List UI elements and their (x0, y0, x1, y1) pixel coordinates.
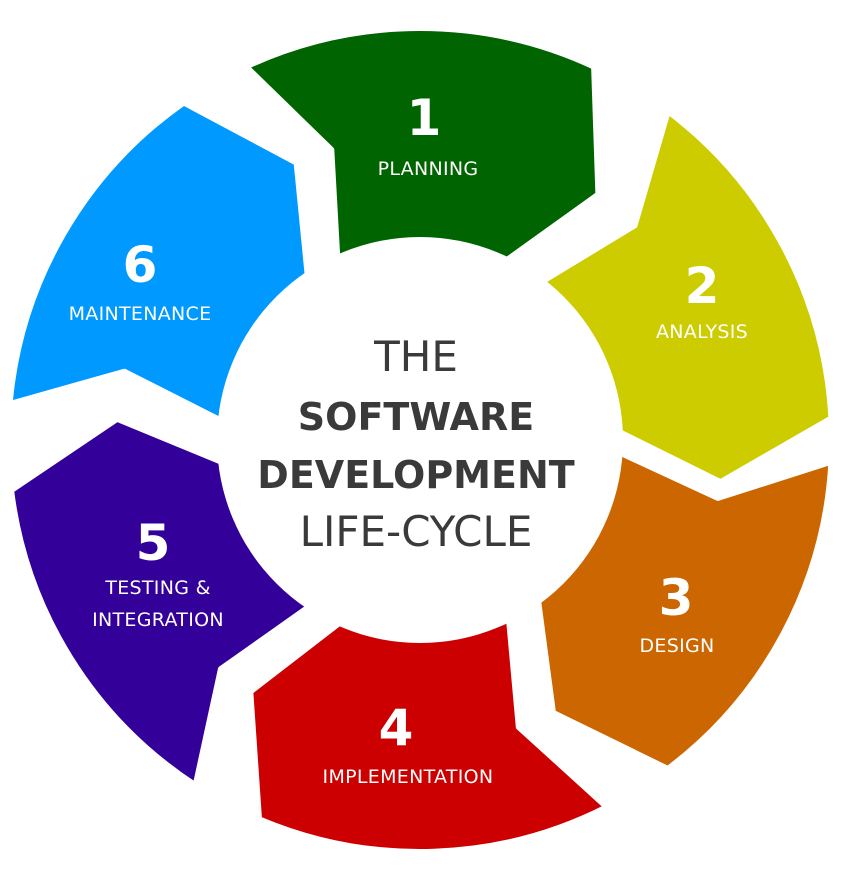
segment-6-number: 6 (123, 236, 158, 294)
segment-2-number: 2 (685, 257, 720, 315)
center-title-line-4: LIFE-CYCLE (300, 507, 533, 556)
segment-3-label: DESIGN (639, 635, 714, 657)
center-title-line-1: THE (373, 332, 458, 381)
segment-4-number: 4 (379, 699, 414, 757)
segment-6-label: MAINTENANCE (69, 303, 212, 325)
segment-4-label: IMPLEMENTATION (323, 766, 494, 788)
segment-5-label-line-2: INTEGRATION (92, 609, 224, 631)
segment-5-label-line-1: TESTING & (104, 577, 210, 599)
segment-5-number: 5 (136, 514, 171, 572)
segment-1-number: 1 (407, 89, 442, 147)
center-circle (217, 237, 623, 643)
segment-3-number: 3 (659, 569, 694, 627)
segment-2-label: ANALYSIS (656, 321, 748, 343)
center-title-line-2: SOFTWARE (298, 395, 534, 439)
center-title-line-3: DEVELOPMENT (257, 453, 574, 497)
segment-1-label: PLANNING (378, 158, 479, 180)
